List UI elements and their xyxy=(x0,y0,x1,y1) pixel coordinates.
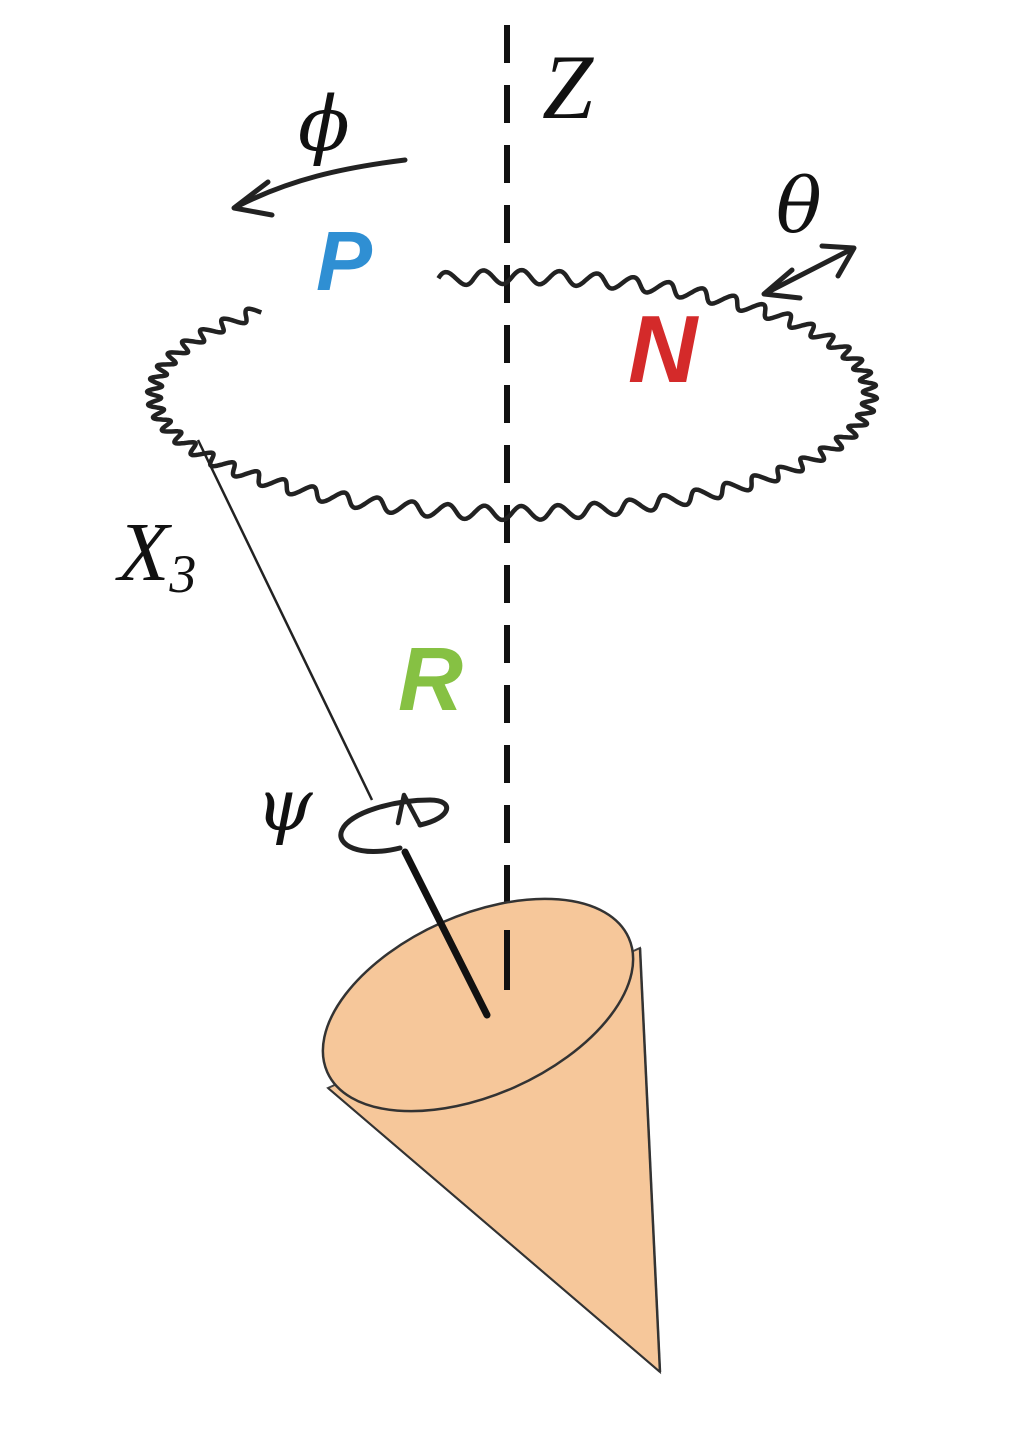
precession-ring xyxy=(144,267,880,523)
theta-arrowhead-start xyxy=(761,267,803,301)
phi-arrowhead xyxy=(231,179,275,218)
phi-label: ϕ xyxy=(298,79,350,168)
n-label: N xyxy=(628,296,699,403)
x3-label: X3 xyxy=(115,506,196,604)
psi-label: ψ xyxy=(256,763,314,847)
x3-axis-line xyxy=(196,439,374,801)
x3-axis-thick xyxy=(401,848,491,1019)
x3-subscript: 3 xyxy=(168,544,196,604)
psi-rotation-arrow-icon xyxy=(338,797,450,854)
x3-main: X xyxy=(115,506,173,599)
cone xyxy=(321,897,662,1375)
cone-edge-left xyxy=(327,1087,661,1373)
phi-arrow-icon xyxy=(237,157,408,208)
theta-arrowhead-end xyxy=(819,243,857,279)
theta-arrow-icon xyxy=(765,247,853,295)
z-axis-label: Z xyxy=(542,36,594,138)
cone-edge-right xyxy=(638,947,662,1373)
theta-label: θ xyxy=(776,161,822,250)
r-label: R xyxy=(398,630,463,730)
psi-arrowhead xyxy=(395,792,423,828)
p-label: P xyxy=(316,214,373,308)
